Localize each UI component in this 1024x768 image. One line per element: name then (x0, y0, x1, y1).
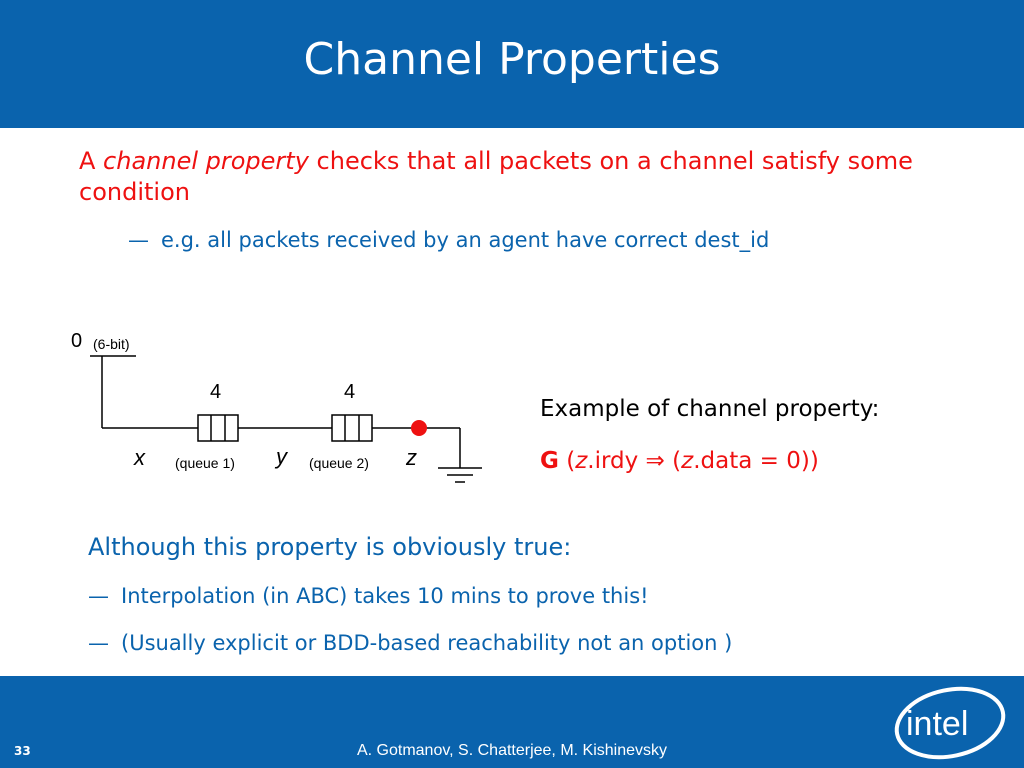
queue2-box (331, 414, 373, 442)
intro-text-end: checks that all packets on a channel sat… (79, 147, 913, 206)
authors: A. Gotmanov, S. Chatterjee, M. Kishinevs… (356, 742, 668, 759)
probe-point (411, 420, 427, 436)
globally-operator: G (540, 448, 559, 474)
bullet-1-text: Interpolation (in ABC) takes 10 mins to … (121, 584, 649, 608)
queue2-size: 4 (344, 381, 355, 403)
slide-footer (0, 676, 1024, 768)
queue1-size: 4 (210, 381, 221, 403)
z-label: z (405, 445, 417, 470)
queue2-label: (queue 2) (309, 455, 369, 471)
although-bullet-1: — Interpolation (in ABC) takes 10 mins to… (88, 584, 649, 608)
intro-bullet: A channel property checks that all packe… (79, 146, 919, 208)
property-formula: G (z.irdy ⇒ (z.data = 0)) (540, 448, 819, 474)
slide-title: Channel Properties (303, 34, 721, 85)
source-value: 0 (71, 330, 82, 352)
sub-bullet-text: e.g. all packets received by an agent ha… (161, 228, 770, 252)
channel-diagram: 0 (6-bit) 4 4 x (queue 1) y (queue 2) z (71, 330, 482, 483)
formula-paren: ( (558, 448, 576, 474)
page-number: 33 (14, 744, 31, 758)
intel-logo-icon: intel (894, 686, 1006, 760)
example-caption: Example of channel property: (540, 396, 880, 422)
formula-data: .data = 0)) (693, 448, 819, 474)
although-heading: Although this property is obviously true… (88, 533, 572, 561)
sub-bullet-dash: — (128, 228, 149, 252)
intel-logo-text: intel (906, 705, 968, 743)
intro-emphasis: channel property (103, 147, 309, 175)
source-width: (6-bit) (93, 336, 130, 352)
slide-header: Channel Properties (0, 0, 1024, 128)
although-bullet-2: — (Usually explicit or BDD-based reachabi… (88, 631, 732, 655)
bullet-2-text: (Usually explicit or BDD-based reachabil… (121, 631, 733, 655)
queue1-label: (queue 1) (175, 455, 235, 471)
ground-icon (438, 467, 482, 483)
formula-paren-2: ( (664, 448, 682, 474)
formula-z: z (575, 448, 588, 474)
x-label: x (133, 445, 146, 470)
bullet-2-dash: — (88, 631, 109, 655)
intro-text-start: A (79, 147, 104, 175)
sub-bullet: — e.g. all packets received by an agent h… (128, 226, 769, 254)
implies-symbol: ⇒ (645, 448, 665, 474)
queue1-box (197, 414, 239, 442)
bullet-1-dash: — (88, 584, 109, 608)
y-label: y (274, 444, 289, 469)
formula-z-2: z (681, 448, 694, 474)
formula-irdy: .irdy (587, 448, 646, 474)
